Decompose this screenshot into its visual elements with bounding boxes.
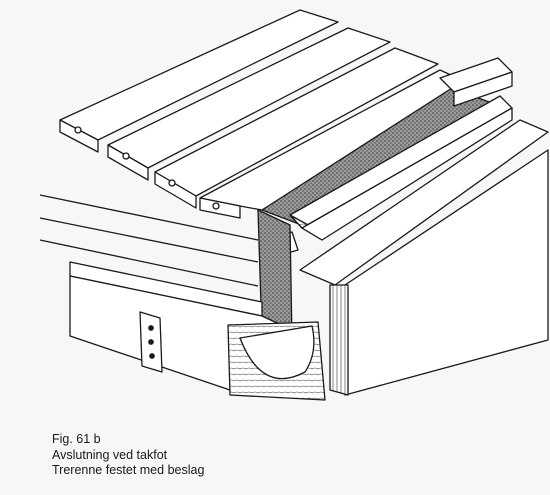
tongue-groove-joint (122, 152, 130, 160)
roof-board-3-edge (154, 171, 197, 209)
caption-line-1: Avslutning ved takfot (52, 447, 168, 462)
roof-eave-drawing (39, 9, 549, 401)
roof-board-2-edge (107, 144, 149, 181)
wall-line (39, 239, 259, 287)
tongue-groove-joint (212, 202, 220, 210)
wall-line (39, 194, 259, 241)
tongue-groove-joint (168, 179, 176, 187)
fascia-board-top (299, 119, 549, 286)
wall-line (39, 217, 259, 263)
fascia-end-grain (329, 284, 349, 396)
figure-caption: Fig. 61 b Avslutning ved takfot Trerenne… (52, 432, 204, 479)
bracket-screw (148, 339, 154, 345)
caption-line-2: Trerenne festet med beslag (52, 463, 205, 477)
gutter-bracket (139, 311, 163, 373)
roof-board-1-edge (59, 119, 99, 153)
bracket-screw (148, 325, 154, 331)
roof-board-4-edge (199, 197, 241, 219)
gutter-channel (239, 325, 315, 380)
tongue-groove-joint (74, 126, 82, 134)
wooden-gutter (69, 261, 326, 401)
edge-batten (289, 57, 513, 241)
roof-boards (59, 9, 471, 219)
bracket-screw (149, 353, 155, 359)
figure-number: Fig. 61 b (52, 432, 101, 446)
